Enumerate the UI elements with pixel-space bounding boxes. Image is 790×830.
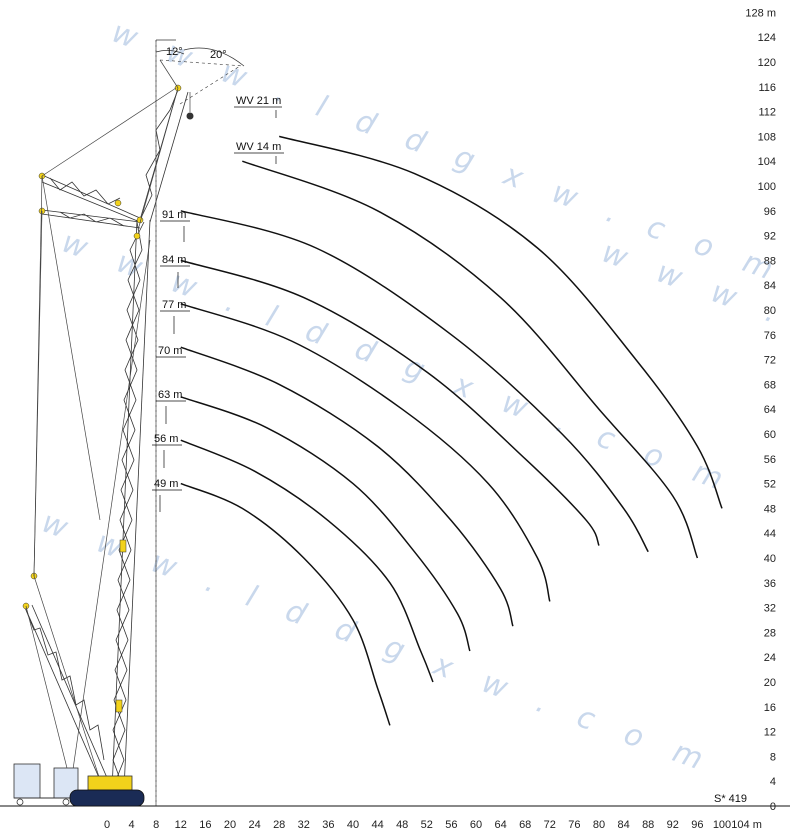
counterweight-tray — [13, 763, 80, 806]
x-tick-label: 0 — [104, 819, 110, 830]
y-tick-label: 80 — [764, 305, 776, 317]
y-tick-label: 40 — [764, 553, 776, 565]
main-boom — [111, 219, 151, 791]
x-tick-label: 76 — [568, 819, 580, 830]
y-tick-label: 76 — [764, 330, 776, 342]
y-tick-label: 84 — [764, 280, 776, 292]
y-tick-label: 128 m — [745, 7, 776, 19]
label-63m: 63 m — [158, 389, 182, 401]
x-tick-label: 12 — [175, 819, 187, 830]
crane-drawing — [13, 40, 194, 807]
crawler-base — [69, 775, 145, 807]
drawing-code: S* 419 — [714, 793, 747, 805]
range-curve-77-m — [180, 303, 551, 602]
y-tick-label: 96 — [764, 206, 776, 218]
y-tick-label: 100 — [758, 181, 776, 193]
x-tick-label: 80 — [593, 819, 605, 830]
x-tick-label: 48 — [396, 819, 408, 830]
hook — [186, 92, 194, 120]
y-tick-label: 44 — [764, 528, 776, 540]
range-curve-91-m — [180, 210, 649, 553]
y-tick-label: 4 — [770, 776, 776, 788]
x-tick-label: 16 — [199, 819, 211, 830]
guy-ropes — [25, 40, 179, 806]
angle-markers: 12° 20° — [155, 39, 245, 105]
label-56m: 56 m — [154, 433, 178, 445]
y-tick-label: 120 — [758, 57, 776, 69]
label-wv14: WV 14 m — [236, 141, 281, 153]
boom-length-labels: WV 21 m WV 14 m 91 m 84 m 77 m 70 m 63 m… — [152, 95, 284, 512]
range-curve-63-m — [180, 396, 471, 652]
y-tick-label: 16 — [764, 702, 776, 714]
x-tick-label: 72 — [544, 819, 556, 830]
luffing-jib — [139, 87, 189, 223]
x-tick-label: 64 — [494, 819, 506, 830]
label-77m: 77 m — [162, 299, 186, 311]
x-tick-label: 96 — [691, 819, 703, 830]
y-tick-label: 112 — [758, 107, 776, 119]
label-49m: 49 m — [154, 478, 178, 490]
range-curve-wv-14-m — [242, 160, 699, 559]
y-tick-label: 36 — [764, 578, 776, 590]
x-tick-label: 4 — [129, 819, 135, 830]
y-tick-label: 88 — [764, 255, 776, 267]
y-tick-label: 56 — [764, 454, 776, 466]
y-tick-label: 64 — [764, 404, 776, 416]
x-tick-label: 68 — [519, 819, 531, 830]
x-tick-label: 24 — [248, 819, 260, 830]
y-tick-label: 48 — [764, 503, 776, 515]
x-tick-label: 100 — [713, 819, 731, 830]
x-tick-label: 84 — [617, 819, 629, 830]
y-tick-label: 8 — [770, 751, 776, 763]
label-wv21: WV 21 m — [236, 95, 281, 107]
x-tick-label: 92 — [667, 819, 679, 830]
derrick-struts — [38, 84, 182, 240]
label-84m: 84 m — [162, 254, 186, 266]
y-tick-label: 12 — [764, 727, 776, 739]
working-range-curves — [180, 135, 723, 726]
watermark-text-3: w w w . l d d g x w . c o m — [37, 505, 718, 782]
y-tick-label: 20 — [764, 677, 776, 689]
y-tick-label: 116 — [758, 82, 776, 94]
y-tick-label: 28 — [764, 627, 776, 639]
y-tick-label: 104 — [758, 156, 776, 168]
y-tick-label: 68 — [764, 379, 776, 391]
range-curve-49-m — [180, 482, 391, 726]
angle-12-label: 12° — [166, 46, 183, 58]
range-curve-56-m — [180, 439, 434, 683]
angle-20-label: 20° — [210, 49, 227, 61]
y-tick-label: 52 — [764, 479, 776, 491]
y-tick-label: 24 — [764, 652, 776, 664]
x-tick-label: 88 — [642, 819, 654, 830]
y-tick-label: 60 — [764, 429, 776, 441]
x-tick-label: 60 — [470, 819, 482, 830]
y-tick-label: 72 — [764, 355, 776, 367]
x-tick-label: 40 — [347, 819, 359, 830]
y-tick-label: 124 — [758, 32, 776, 44]
x-tick-label: 104 m — [731, 819, 762, 830]
y-tick-label: 0 — [770, 801, 776, 813]
range-curve-wv-21-m — [279, 135, 723, 509]
label-91m: 91 m — [162, 209, 186, 221]
x-tick-label: 52 — [421, 819, 433, 830]
x-tick-label: 56 — [445, 819, 457, 830]
x-tick-label: 8 — [153, 819, 159, 830]
x-tick-label: 36 — [322, 819, 334, 830]
watermark-layer: w w w . l d d g x w . c o m w w w . l d … — [37, 15, 790, 782]
x-tick-label: 44 — [371, 819, 383, 830]
back-mast — [22, 572, 109, 781]
y-axis-tick-labels: 0481216202428323640444852566064687276808… — [745, 7, 776, 813]
x-tick-label: 20 — [224, 819, 236, 830]
label-70m: 70 m — [158, 345, 182, 357]
range-curve-84-m — [180, 259, 600, 546]
y-tick-label: 32 — [764, 603, 776, 615]
range-curve-70-m — [180, 346, 514, 627]
x-tick-label: 32 — [298, 819, 310, 830]
x-tick-label: 28 — [273, 819, 285, 830]
y-tick-label: 108 — [758, 131, 776, 143]
y-tick-label: 92 — [764, 231, 776, 243]
